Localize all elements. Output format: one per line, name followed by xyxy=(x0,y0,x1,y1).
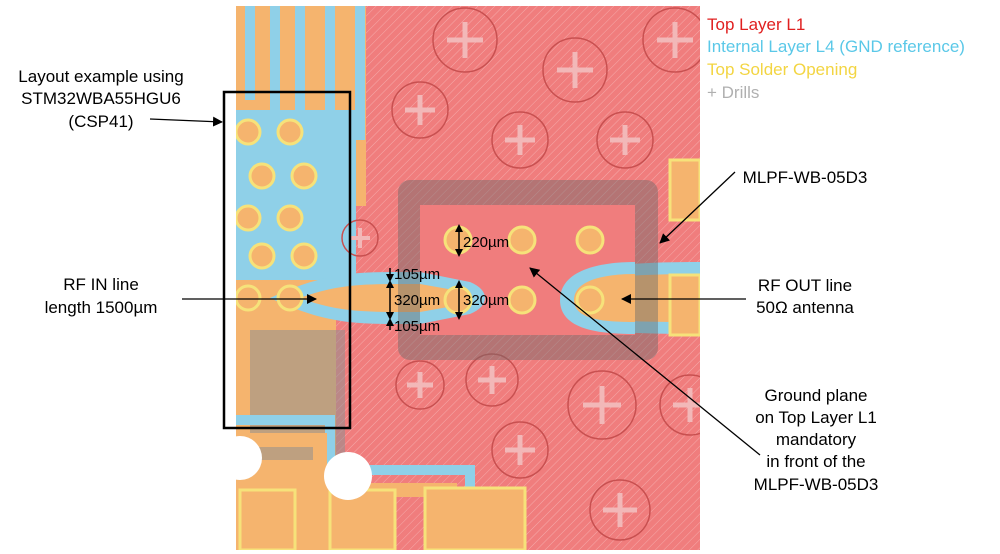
dimension-markers xyxy=(386,224,463,330)
pitch-label: 220µm xyxy=(463,234,509,251)
ground-plane-line-1: Ground plane xyxy=(764,386,867,405)
legend-top-layer: Top Layer L1 xyxy=(707,15,805,34)
ground-plane-line-3: mandatory xyxy=(776,430,857,449)
legend-internal-layer: Internal Layer L4 (GND reference) xyxy=(707,37,965,56)
mlpf-label: MLPF-WB-05D3 xyxy=(743,168,868,187)
drill-hole xyxy=(236,436,262,480)
gap-bottom-label: 105µm xyxy=(394,318,440,335)
via-icon xyxy=(589,479,651,541)
via-icon xyxy=(642,7,700,73)
rf-out-line-2: 50Ω antenna xyxy=(756,298,854,317)
pad-diameter-label: 320µm xyxy=(463,292,509,309)
via-icon xyxy=(542,37,608,103)
via-icon xyxy=(659,374,700,436)
legend: Top Layer L1 Internal Layer L4 (GND refe… xyxy=(707,15,965,102)
ground-plane-line-4: in front of the xyxy=(766,452,865,471)
layout-example-line-1: Layout example using xyxy=(18,67,183,86)
via-icon xyxy=(465,353,519,407)
via-icon xyxy=(395,360,445,410)
legend-solder-opening: Top Solder Opening xyxy=(707,60,857,79)
legend-drills: + Drills xyxy=(707,83,759,102)
layout-example-line-3: (CSP41) xyxy=(68,112,133,131)
via-icon xyxy=(491,111,549,169)
drill-hole xyxy=(324,452,372,500)
rf-in-line-1: RF IN line xyxy=(63,275,139,294)
ground-plane-line-2: on Top Layer L1 xyxy=(755,408,877,427)
package-balls xyxy=(236,118,318,312)
via-icon xyxy=(567,370,637,440)
via-icon xyxy=(432,7,498,73)
bottom-pads xyxy=(236,436,527,550)
via-icon xyxy=(491,421,549,479)
via-icon xyxy=(596,111,654,169)
gap-top-label: 105µm xyxy=(394,266,440,283)
layout-example-line-2: STM32WBA55HGU6 xyxy=(21,89,181,108)
line-width-label: 320µm xyxy=(394,292,440,309)
package-outline-frame xyxy=(222,90,352,430)
rf-in-line-2: length 1500µm xyxy=(45,298,158,317)
ground-vias xyxy=(341,7,700,541)
pcb-board xyxy=(236,6,700,550)
ground-plane-line-5: MLPF-WB-05D3 xyxy=(754,475,879,494)
rf-out-line-1: RF OUT line xyxy=(758,276,852,295)
via-icon xyxy=(341,219,379,257)
callout-arrows xyxy=(149,116,761,456)
via-icon xyxy=(391,81,449,139)
